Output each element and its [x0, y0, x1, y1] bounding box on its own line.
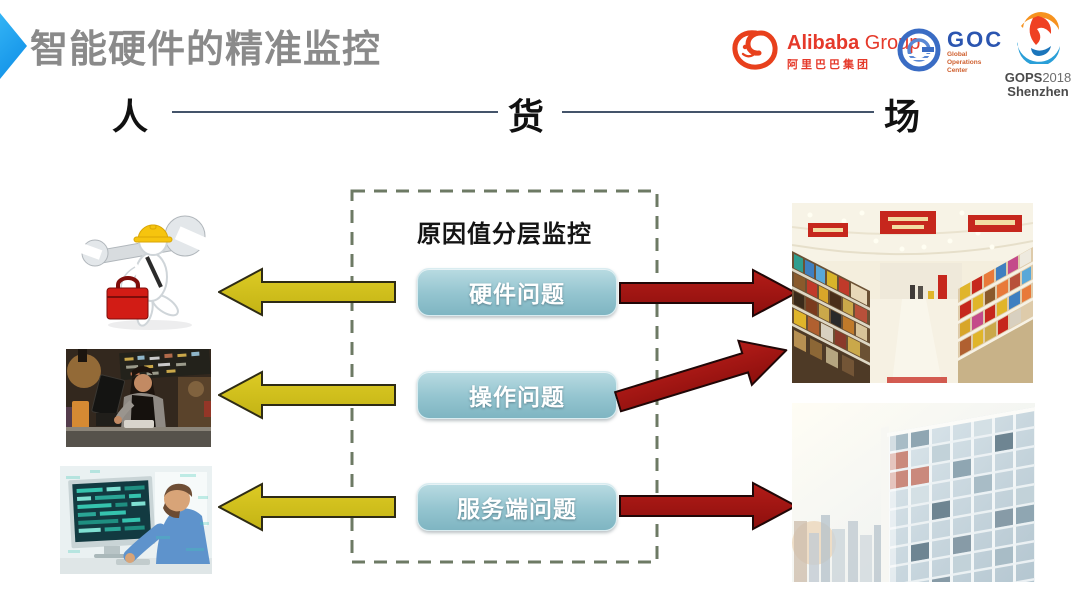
worker-photo [65, 193, 215, 333]
cause-button-operation: 操作问题 [417, 371, 617, 419]
alibaba-brand-label: Alibaba [787, 32, 860, 54]
gops-city-label: Shenzhen [1007, 84, 1069, 99]
cause-analysis-box [350, 189, 659, 564]
cause-button-server: 服务端问题 [417, 483, 617, 531]
connector-line-person-goods [172, 111, 498, 113]
gops-year-label: 2018 [1042, 70, 1072, 85]
arrow-left-yellow-3 [218, 482, 396, 532]
goc-logo: GOC Global Operations Center [896, 27, 1003, 78]
arrow-left-yellow-2 [218, 370, 396, 420]
supermarket-photo [792, 203, 1033, 383]
connector-line-goods-venue [562, 111, 874, 113]
alibaba-mark-icon [731, 28, 781, 79]
box-title: 原因值分层监控 [417, 221, 592, 248]
arrow-right-red-3 [619, 481, 797, 531]
alibaba-logo: Alibaba Group 阿里巴巴集团 [731, 28, 920, 79]
cashier-photo [66, 349, 211, 447]
gops-name-label: GOPS [1004, 70, 1043, 85]
goc-mark-icon [896, 27, 942, 78]
gops-mark-icon [1011, 12, 1065, 68]
cause-button-hardware: 硬件问题 [417, 268, 617, 316]
goc-subtitle-line3: Center [947, 67, 968, 74]
goc-wordmark: GOC [947, 27, 1004, 52]
axis-label-venue: 场 [884, 96, 921, 137]
axis-label-goods: 货 [508, 96, 545, 137]
goc-subtitle-line2: Operations [947, 59, 982, 66]
arrow-left-yellow-1 [218, 267, 396, 317]
engineer-photo [60, 466, 212, 574]
building-photo [792, 403, 1035, 582]
arrow-right-red-2 [613, 339, 789, 413]
slide-title: 智能硬件的精准监控 [30, 29, 382, 71]
goc-subtitle-line1: Global [947, 51, 968, 58]
arrow-right-red-1 [619, 268, 797, 318]
gops-logo: GOPS2018 Shenzhen [1000, 10, 1076, 99]
alibaba-chinese-label: 阿里巴巴集团 [787, 59, 871, 71]
chevron-accent-icon [0, 13, 27, 79]
axis-label-person: 人 [112, 96, 149, 137]
